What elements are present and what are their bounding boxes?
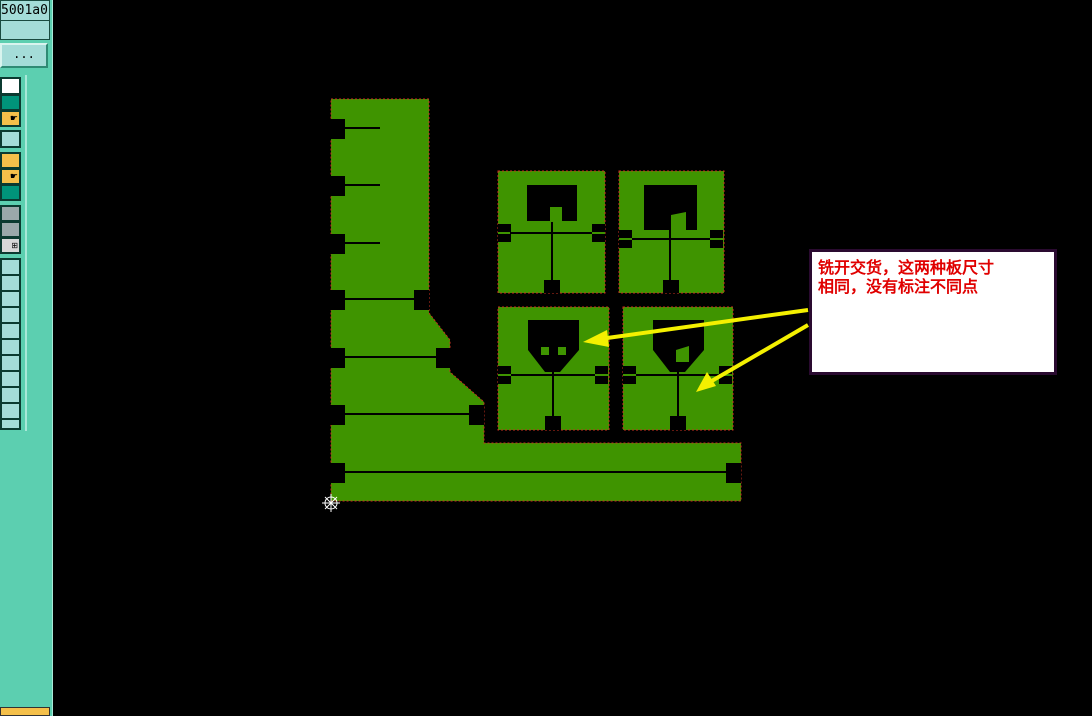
layer-row[interactable] — [0, 152, 21, 169]
layer-row[interactable]: ☛ — [0, 168, 21, 185]
board-bottom-left[interactable] — [497, 306, 610, 431]
id-field[interactable]: 5001a0 — [0, 0, 50, 21]
layer-row[interactable] — [0, 94, 21, 111]
more-button[interactable]: ... — [0, 43, 48, 68]
layer-row[interactable]: ☛ — [0, 110, 21, 127]
layer-row[interactable] — [0, 130, 21, 148]
board-top-left[interactable] — [497, 170, 606, 294]
status-strip — [0, 707, 50, 716]
layer-list: ☛ ☛ ⊞ — [0, 75, 27, 431]
l-shaped-panel-board[interactable] — [330, 98, 742, 502]
layer-row[interactable] — [0, 184, 21, 201]
layer-row[interactable] — [0, 205, 21, 222]
origin-crosshair-icon — [322, 494, 340, 512]
left-tool-panel: 5001a0 ... ☛ ☛ ⊞ — [0, 0, 53, 716]
secondary-field[interactable] — [0, 20, 50, 40]
arrow-to-bottom-right-board — [708, 323, 810, 384]
pcb-canvas[interactable] — [53, 0, 1092, 716]
expand-icon[interactable]: ⊞ — [11, 241, 18, 250]
panel-traces — [330, 119, 741, 483]
layer-sublist[interactable] — [0, 258, 21, 430]
layer-row[interactable] — [0, 77, 21, 95]
hand-pointer-icon: ☛ — [9, 114, 18, 124]
annotation-arrows — [583, 308, 810, 392]
annotation-note: 铣开交货，这两种板尺寸 相同，没有标注不同点 — [809, 249, 1057, 375]
arrow-to-bottom-left-board — [599, 308, 809, 341]
board-bottom-right[interactable] — [622, 306, 734, 431]
layer-row[interactable]: ⊞ — [0, 237, 21, 254]
layer-row[interactable] — [0, 221, 21, 238]
hand-pointer-icon: ☛ — [9, 172, 18, 182]
board-top-right[interactable] — [618, 170, 725, 294]
annotation-line-2: 相同，没有标注不同点 — [818, 277, 979, 296]
annotation-line-1: 铣开交货，这两种板尺寸 — [818, 258, 995, 277]
